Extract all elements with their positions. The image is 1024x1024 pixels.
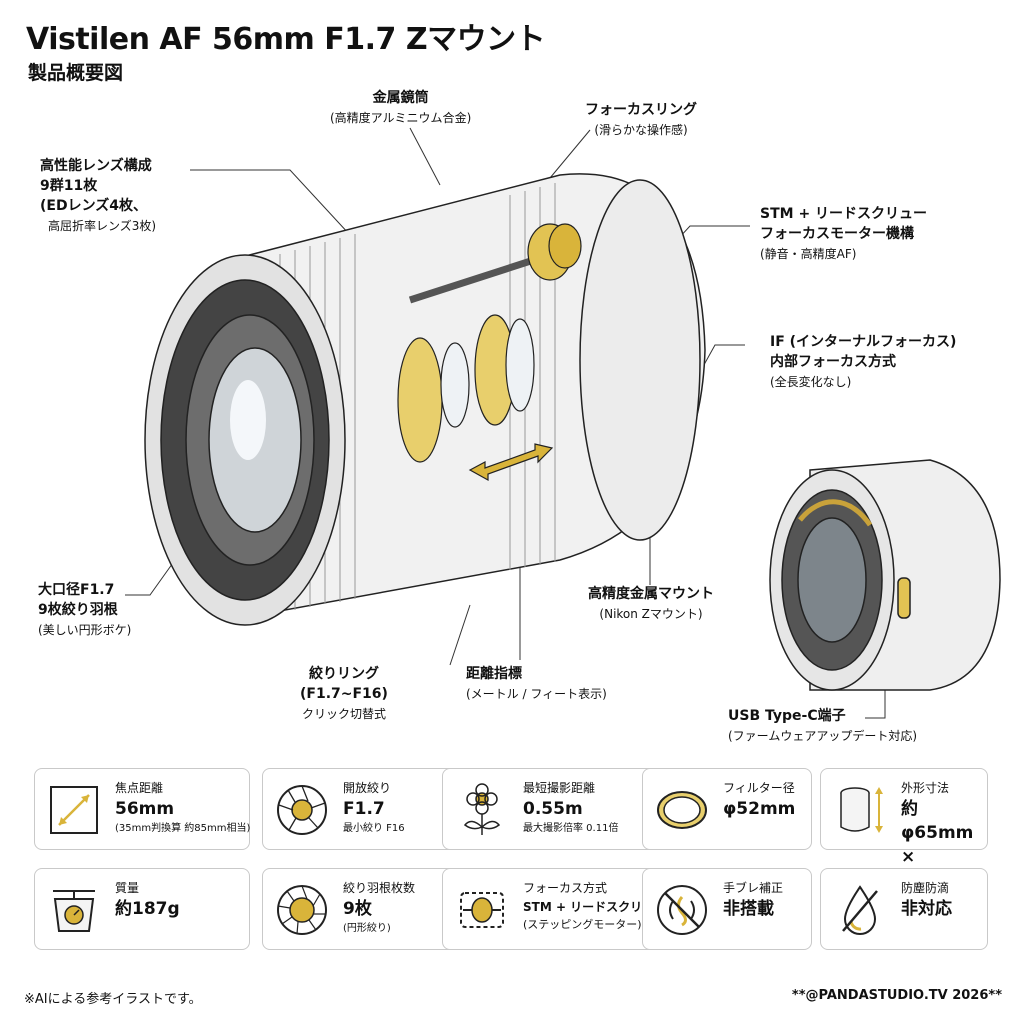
filter-ring-icon xyxy=(657,791,707,829)
internal-elements xyxy=(397,223,582,482)
callout-mount: 高精度金属マウント (Nikon Zマウント) xyxy=(588,586,714,621)
aperture-blades-icon xyxy=(277,885,327,935)
leader-barrel xyxy=(409,127,441,186)
no-weather-seal-icon xyxy=(842,885,878,935)
usb-c-port xyxy=(897,577,911,619)
leader-lens-config xyxy=(190,169,351,236)
callout-aperture-ring: 絞りリング (F1.7~F16) クリック切替式 xyxy=(300,666,388,721)
callout-if: IF (インターナルフォーカス) 内部フォーカス方式 (全長変化なし) xyxy=(770,334,957,389)
callout-aperture-max: 大口径F1.7 9枚絞り羽根 (美しい円形ボケ) xyxy=(38,582,132,637)
leader-aperture-ring xyxy=(449,604,471,666)
footer-note: ※AIによる参考イラストです。 xyxy=(24,992,202,1007)
spec-card-focus-method: フォーカス方式 STM + リードスクリュー (ステッピングモーター) xyxy=(442,868,666,950)
spec-card-stabilization: 手ブレ補正 非搭載 xyxy=(642,868,812,950)
no-stabilization-icon xyxy=(657,885,707,935)
callout-barrel: 金属鏡筒 (高精度アルミニウム合金) xyxy=(330,90,472,125)
dimensions-icon xyxy=(840,787,883,833)
if-arrow xyxy=(468,443,554,482)
callout-stm: STM + リードスクリュー フォーカスモーター機構 (静音・高精度AF) xyxy=(760,206,928,261)
callout-usb: USB Type-C端子 (ファームウェアアップデート対応) xyxy=(728,708,918,743)
rear-lens xyxy=(769,459,1001,691)
stm-motor xyxy=(527,223,582,281)
page-title: Vistilen AF 56mm F1.7 Zマウント xyxy=(26,22,546,57)
spec-card-weight: 質量 約187g xyxy=(34,868,250,950)
focal-length-icon xyxy=(50,786,98,834)
spec-card-weather-seal: 防塵防滴 非対応 xyxy=(820,868,988,950)
page-subtitle: 製品概要図 xyxy=(28,62,124,84)
spec-card-focal-length: 焦点距離 56mm (35mm判換算 約85mm相当) xyxy=(34,768,250,850)
lens-illustration xyxy=(125,127,1001,719)
aperture-icon xyxy=(277,785,327,835)
scale-icon xyxy=(53,890,95,932)
focus-motor-icon xyxy=(460,892,504,928)
spec-card-filter: フィルター径 φ52mm xyxy=(642,768,812,850)
callout-distance: 距離指標 (メートル / フィート表示) xyxy=(466,666,607,701)
spec-card-min-distance: 最短撮影距離 0.55m 最大撮影倍率 0.11倍 xyxy=(442,768,658,850)
spec-card-dimensions: 外形寸法 約 φ65mm × 54.7mm xyxy=(820,768,988,891)
callout-lens-config: 高性能レンズ構成 9群11枚 (EDレンズ4枚、 高屈折率レンズ3枚) xyxy=(40,158,157,233)
flower-icon xyxy=(463,783,501,835)
leader-aperture-max xyxy=(125,559,176,596)
footer-credit: **@PANDASTUDIO.TV 2026** xyxy=(791,988,1002,1003)
callout-focus-ring: フォーカスリング (滑らかな操作感) xyxy=(585,102,697,137)
spec-card-blades: 絞り羽根枚数 9枚 (円形絞り) xyxy=(262,868,478,950)
